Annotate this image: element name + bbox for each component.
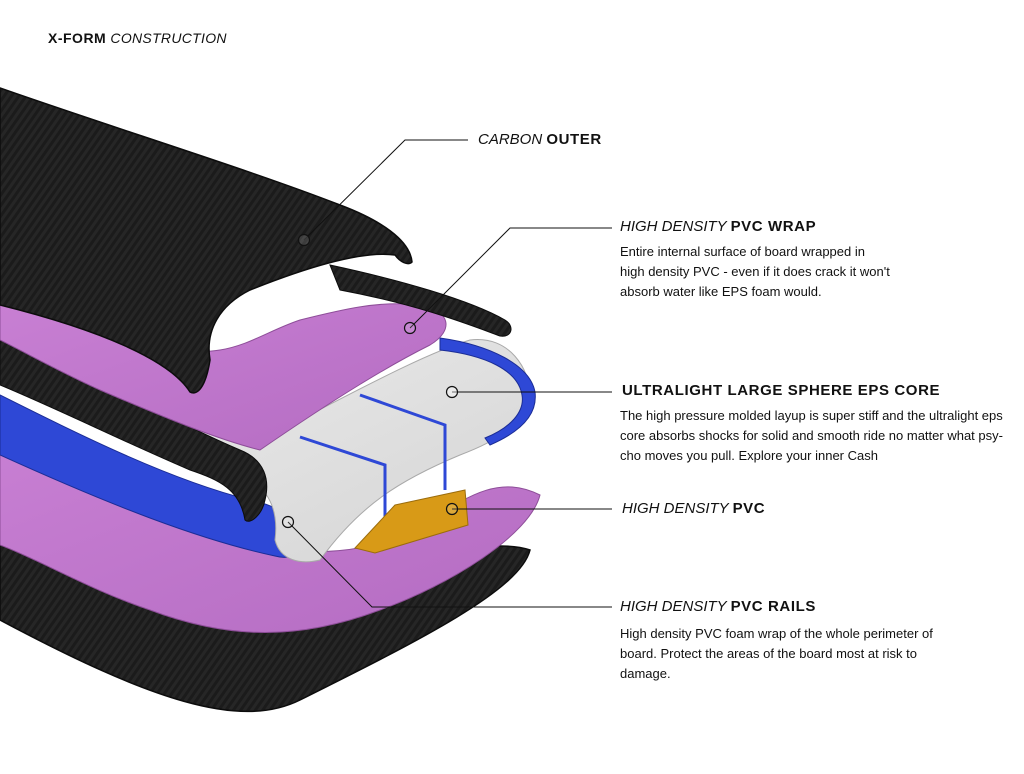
leader-pvc-rails <box>287 521 612 608</box>
leader-carbon-outer <box>303 139 468 241</box>
title-bold: X-FORM <box>48 30 107 46</box>
dot-pvc-rails <box>281 515 295 529</box>
dot-carbon-outer <box>297 233 311 247</box>
desc-line: board. Protect the areas of the board mo… <box>620 646 917 661</box>
desc-line: damage. <box>620 666 671 681</box>
leader-lines <box>287 139 612 608</box>
desc-eps-core: The high pressure molded layup is super … <box>620 406 1003 466</box>
desc-line: Entire internal surface of board wrapped… <box>620 244 865 259</box>
label-bold: OUTER <box>546 131 602 148</box>
label-bold: PVC <box>732 500 766 517</box>
label-bold: PVC RAILS <box>730 598 816 615</box>
stringer-line-1 <box>299 435 387 525</box>
label-thin: HIGH DENSITY <box>620 598 731 615</box>
leader-dots <box>281 233 459 529</box>
dot-pvc-wrap <box>403 321 417 335</box>
desc-line: absorb water like EPS foam would. <box>620 284 822 299</box>
label-pvc-wrap: HIGH DENSITY PVC WRAP <box>620 218 816 235</box>
page-title: X-FORM CONSTRUCTION <box>48 30 227 46</box>
carbon-strip <box>329 264 512 337</box>
dot-pvc <box>445 502 459 516</box>
desc-line: high density PVC - even if it does crack… <box>620 264 890 279</box>
carbon-outer-shell <box>0 87 413 394</box>
label-thin: CARBON <box>478 131 547 148</box>
desc-pvc-wrap: Entire internal surface of board wrapped… <box>620 242 890 302</box>
label-carbon-outer: CARBON OUTER <box>478 131 602 148</box>
desc-line: The high pressure molded layup is super … <box>620 408 1003 423</box>
label-bold: ULTRALIGHT LARGE SPHERE EPS CORE <box>622 382 941 399</box>
desc-line: High density PVC foam wrap of the whole … <box>620 626 933 641</box>
label-bold: PVC WRAP <box>730 218 817 235</box>
stringer-line-2 <box>359 393 447 490</box>
label-eps-core: ULTRALIGHT LARGE SPHERE EPS CORE <box>622 382 940 399</box>
desc-line: core absorbs shocks for solid and smooth… <box>620 428 1003 443</box>
desc-line: cho moves you pull. Explore your inner C… <box>620 448 878 463</box>
pvc-wrap-sheet <box>0 289 447 451</box>
label-thin: HIGH DENSITY <box>620 218 731 235</box>
label-thin: HIGH DENSITY <box>622 500 733 517</box>
pvc-rail-right <box>439 337 536 446</box>
dot-eps-core <box>445 385 459 399</box>
desc-pvc-rails: High density PVC foam wrap of the whole … <box>620 624 933 684</box>
label-pvc: HIGH DENSITY PVC <box>622 500 765 517</box>
leader-pvc-wrap <box>409 227 612 329</box>
pvc-insert-shape <box>354 489 469 554</box>
title-thin: CONSTRUCTION <box>110 30 227 46</box>
label-pvc-rails: HIGH DENSITY PVC RAILS <box>620 598 816 615</box>
